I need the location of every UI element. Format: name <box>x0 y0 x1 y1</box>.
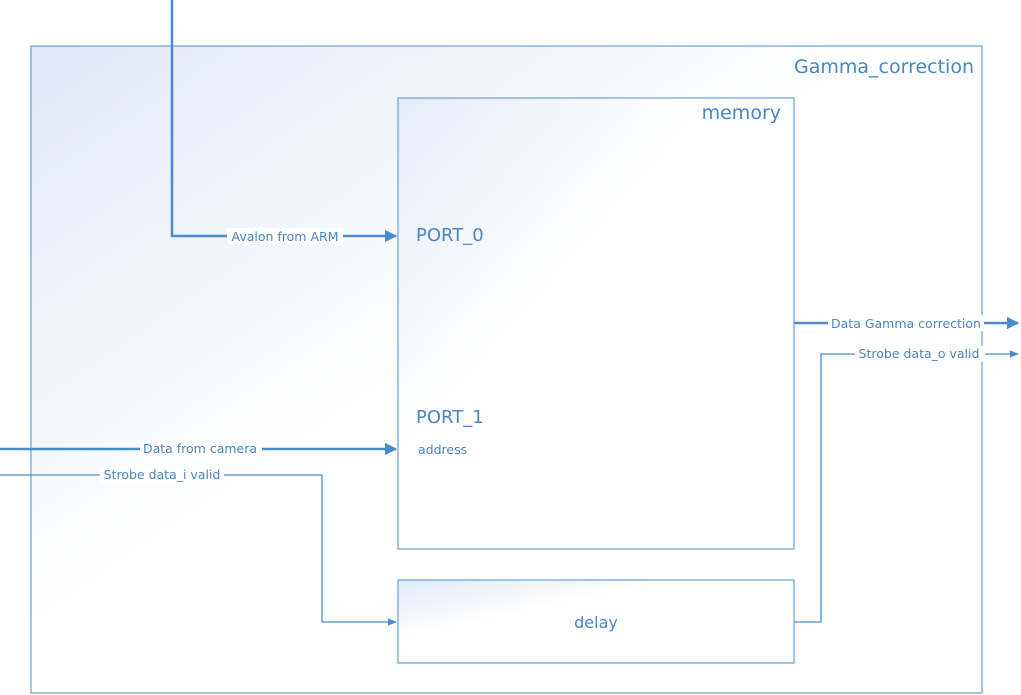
address-label: address <box>418 442 467 457</box>
port0-label: PORT_0 <box>416 225 484 246</box>
strobe-in-label-bg <box>100 467 224 483</box>
gamma-correction-label: Gamma_correction <box>794 56 974 78</box>
data-out-label: Data Gamma correction <box>831 316 981 331</box>
data-camera-label-bg <box>140 441 262 457</box>
data-camera-label: Data from camera <box>143 441 257 456</box>
delay-block <box>397 579 795 664</box>
avalon-label: Avalon from ARM <box>232 229 339 244</box>
port1-label: PORT_1 <box>416 407 484 428</box>
memory-label: memory <box>702 102 781 124</box>
avalon-label-bg <box>227 228 343 244</box>
data-out-label-bg <box>828 315 984 331</box>
memory-block <box>397 97 795 550</box>
strobe-out-label: Strobe data_o valid <box>859 346 980 361</box>
strobe-out-label-bg <box>855 346 985 362</box>
strobe-in-label: Strobe data_i valid <box>104 467 221 482</box>
delay-label: delay <box>574 613 618 632</box>
